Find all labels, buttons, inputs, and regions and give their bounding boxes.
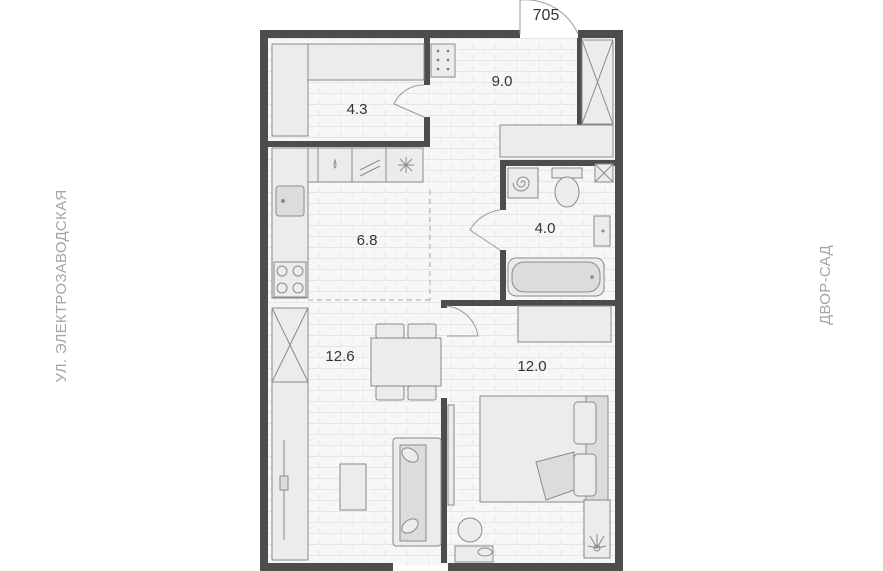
tv-panel	[447, 404, 455, 506]
apartment-number: 705	[533, 7, 560, 24]
hall-cabinet	[581, 39, 614, 125]
living-shelf	[271, 381, 309, 561]
inner-walls	[268, 38, 615, 563]
dining-set	[370, 323, 442, 401]
bathroom-fixtures	[507, 163, 614, 297]
room-label-hall: 9.0	[492, 73, 513, 90]
bedside	[583, 499, 611, 559]
room-label-storage: 4.3	[347, 101, 368, 118]
storage-door	[393, 84, 425, 118]
hall-panel	[430, 43, 456, 78]
entrance-door	[519, 0, 579, 35]
bed	[479, 395, 609, 503]
sofa	[392, 437, 442, 547]
room-label-living: 12.6	[325, 348, 354, 365]
desk-chair	[454, 517, 494, 563]
wall-cabinet-handles	[279, 440, 289, 540]
living-door	[446, 305, 479, 337]
storage-wardrobe	[271, 43, 425, 137]
bathroom-door	[469, 209, 501, 251]
coffee-table	[339, 463, 367, 511]
outer-walls	[260, 30, 623, 571]
room-label-bathroom: 4.0	[535, 220, 556, 237]
room-label-kitchen: 6.8	[357, 232, 378, 249]
room-label-bedroom: 12.0	[517, 358, 546, 375]
zone-boundary	[308, 190, 431, 301]
street-label-left: УЛ. ЭЛЕКТРОЗАВОДСКАЯ	[53, 189, 70, 382]
street-label-right: ДВОР-САД	[817, 245, 834, 325]
kitchen-stove	[273, 261, 307, 298]
living-cabinet	[271, 307, 309, 383]
bedroom-wardrobe	[517, 305, 612, 343]
kitchen-sink	[275, 185, 305, 217]
hall-hanger	[499, 124, 614, 158]
